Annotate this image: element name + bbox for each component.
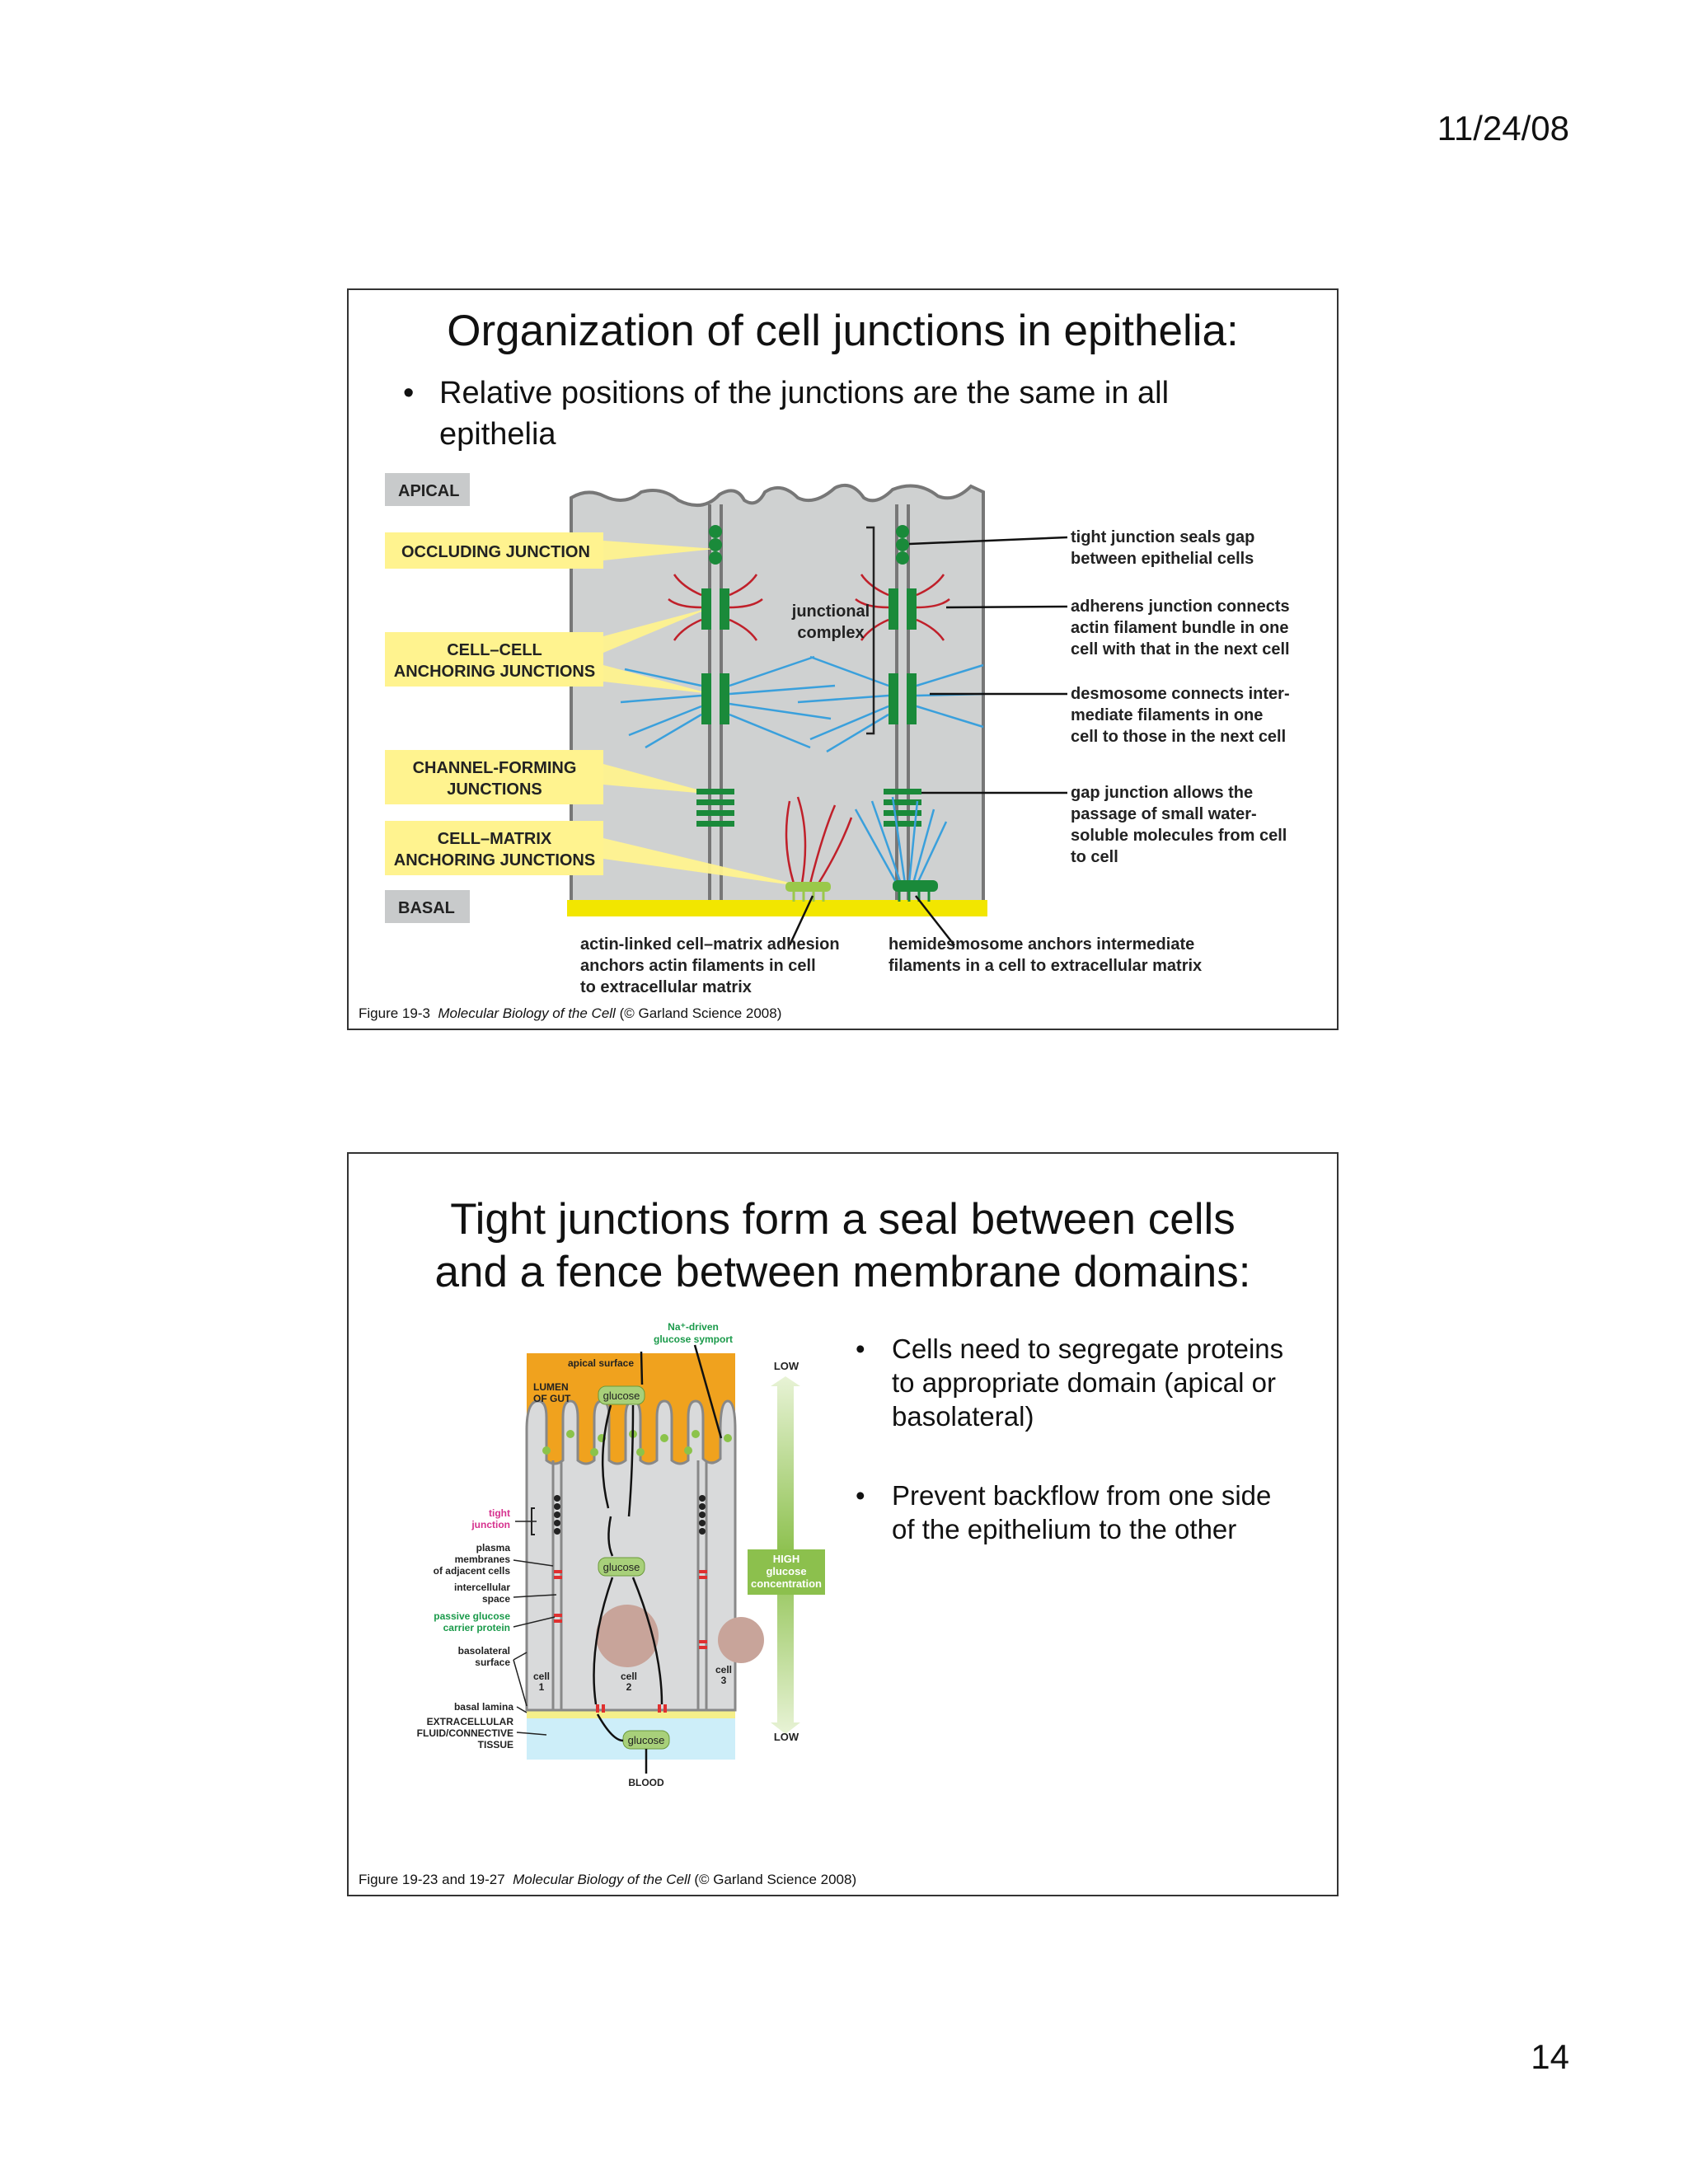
adherens-junctions	[668, 574, 950, 641]
tight-junctions	[709, 525, 909, 565]
svg-text:LOW: LOW	[774, 1360, 799, 1372]
basal-lamina	[567, 900, 987, 916]
svg-text:carrier protein: carrier protein	[443, 1622, 510, 1633]
basal-lamina	[527, 1710, 735, 1718]
bullet-item: Cells need to segregate proteins to appr…	[856, 1332, 1284, 1433]
slide-cell-junctions: Organization of cell junctions in epithe…	[347, 288, 1339, 1030]
svg-text:hemidesmosome anchors intermed: hemidesmosome anchors intermediate	[889, 935, 1194, 954]
svg-text:cell: cell	[621, 1671, 637, 1682]
bottom-labels: actin-linked cell–matrix adhesion anchor…	[580, 935, 1202, 996]
svg-text:surface: surface	[475, 1657, 510, 1668]
slide-title: Organization of cell junctions in epithe…	[447, 307, 1239, 355]
svg-text:filaments in a cell to extrace: filaments in a cell to extracellular mat…	[889, 957, 1202, 975]
figure-caption: Figure 19-3 Molecular Biology of the Cel…	[359, 1005, 782, 1021]
svg-text:1: 1	[539, 1681, 545, 1693]
svg-text:ANCHORING JUNCTIONS: ANCHORING JUNCTIONS	[394, 663, 595, 681]
header-date: 11/24/08	[1437, 109, 1569, 148]
svg-text:intercellular: intercellular	[454, 1582, 510, 1593]
svg-text:tight junction seals gap: tight junction seals gap	[1071, 528, 1254, 546]
glucose-pill-tissue: glucose	[622, 1730, 670, 1750]
svg-text:CHANNEL-FORMING: CHANNEL-FORMING	[413, 759, 577, 777]
svg-text:junction: junction	[471, 1519, 510, 1530]
svg-text:anchors actin filaments in cel: anchors actin filaments in cell	[580, 957, 816, 975]
svg-text:glucose: glucose	[628, 1734, 665, 1746]
svg-text:to cell: to cell	[1071, 848, 1118, 866]
bullet-list: Cells need to segregate proteins to appr…	[856, 1332, 1284, 1546]
svg-text:glucose: glucose	[603, 1561, 640, 1573]
svg-text:CELL–MATRIX: CELL–MATRIX	[438, 830, 552, 848]
svg-text:EXTRACELLULAR: EXTRACELLULAR	[427, 1716, 514, 1727]
glucose-pill-cell: glucose	[598, 1557, 645, 1577]
svg-text:LUMEN: LUMEN	[533, 1381, 569, 1393]
cell-junctions-figure: APICAL OCCLUDING JUNCTION CELL–CELL ANCH…	[385, 473, 1290, 996]
svg-text:apical surface: apical surface	[568, 1357, 634, 1369]
svg-text:OCCLUDING JUNCTION: OCCLUDING JUNCTION	[401, 543, 590, 561]
svg-text:to extracellular matrix: to extracellular matrix	[580, 978, 752, 996]
svg-text:APICAL: APICAL	[398, 482, 459, 500]
svg-text:glucose symport: glucose symport	[654, 1333, 733, 1345]
svg-text:glucose: glucose	[766, 1565, 806, 1577]
svg-text:actin filament bundle in one: actin filament bundle in one	[1071, 619, 1288, 637]
bullet-item: Prevent backflow from one side of the ep…	[856, 1479, 1284, 1546]
svg-text:cell: cell	[533, 1671, 550, 1682]
desmosomes	[620, 655, 984, 753]
page-number: 14	[1531, 2037, 1569, 2076]
svg-text:plasma: plasma	[476, 1542, 511, 1554]
svg-text:BASAL: BASAL	[398, 899, 455, 917]
svg-text:tight: tight	[489, 1507, 510, 1519]
svg-text:actin-linked cell–matrix adhes: actin-linked cell–matrix adhesion	[580, 935, 840, 954]
tight-junction-figure: glucose glucose glucose	[417, 1321, 825, 1788]
svg-text:CELL–CELL: CELL–CELL	[447, 641, 542, 659]
svg-text:space: space	[482, 1593, 510, 1605]
svg-text:concentration: concentration	[751, 1577, 822, 1590]
gap-junctions	[696, 789, 921, 827]
svg-text:glucose: glucose	[603, 1390, 640, 1402]
right-labels: tight junction seals gap between epithel…	[1071, 528, 1290, 866]
svg-text:3: 3	[721, 1675, 727, 1686]
svg-text:between epithelial cells: between epithelial cells	[1071, 550, 1254, 568]
svg-text:HIGH: HIGH	[773, 1553, 800, 1565]
svg-text:membranes: membranes	[455, 1554, 511, 1565]
svg-text:complex: complex	[797, 624, 864, 642]
svg-text:JUNCTIONS: JUNCTIONS	[447, 780, 542, 799]
glucose-pill-lumen: glucose	[598, 1385, 645, 1405]
svg-text:OF GUT: OF GUT	[533, 1393, 571, 1404]
svg-text:desmosome connects inter-: desmosome connects inter-	[1071, 685, 1290, 703]
svg-text:FLUID/CONNECTIVE: FLUID/CONNECTIVE	[417, 1727, 513, 1739]
svg-text:of adjacent cells: of adjacent cells	[434, 1565, 511, 1577]
junctional-complex-label: junctional	[791, 602, 870, 621]
hemidesmosome	[854, 796, 948, 902]
svg-text:2: 2	[626, 1681, 632, 1693]
tight-junction-beads	[554, 1495, 706, 1535]
svg-text:cell: cell	[715, 1664, 732, 1675]
svg-text:basal lamina: basal lamina	[454, 1701, 513, 1713]
svg-text:passive glucose: passive glucose	[434, 1610, 510, 1622]
slide-title: Tight junctions form a seal between cell…	[434, 1195, 1251, 1296]
svg-text:cell to those in the next cell: cell to those in the next cell	[1071, 728, 1286, 746]
passive-carrier-proteins	[554, 1570, 707, 1713]
svg-text:BLOOD: BLOOD	[628, 1777, 664, 1788]
svg-text:TISSUE: TISSUE	[478, 1739, 513, 1750]
svg-text:Na⁺-driven: Na⁺-driven	[668, 1321, 719, 1333]
svg-text:mediate filaments in one: mediate filaments in one	[1071, 706, 1263, 724]
bullet-list: Relative positions of the junctions are …	[403, 373, 1227, 455]
svg-text:passage of small water-: passage of small water-	[1071, 805, 1257, 823]
svg-text:soluble molecules from cell: soluble molecules from cell	[1071, 827, 1287, 845]
svg-text:basolateral: basolateral	[458, 1645, 510, 1657]
svg-text:cell with that in the next cel: cell with that in the next cell	[1071, 640, 1290, 658]
left-labels: APICAL OCCLUDING JUNCTION CELL–CELL ANCH…	[385, 473, 603, 923]
svg-text:adherens junction connects: adherens junction connects	[1071, 598, 1290, 616]
figure-caption: Figure 19-23 and 19-27 Molecular Biology…	[359, 1872, 857, 1887]
svg-text:gap junction allows the: gap junction allows the	[1071, 784, 1253, 802]
actin-linked-adhesion	[785, 796, 853, 902]
svg-text:ANCHORING JUNCTIONS: ANCHORING JUNCTIONS	[394, 851, 595, 869]
slide-tight-junctions: Tight junctions form a seal between cell…	[347, 1152, 1339, 1896]
bullet-item: Relative positions of the junctions are …	[403, 373, 1227, 455]
svg-text:LOW: LOW	[774, 1731, 799, 1743]
